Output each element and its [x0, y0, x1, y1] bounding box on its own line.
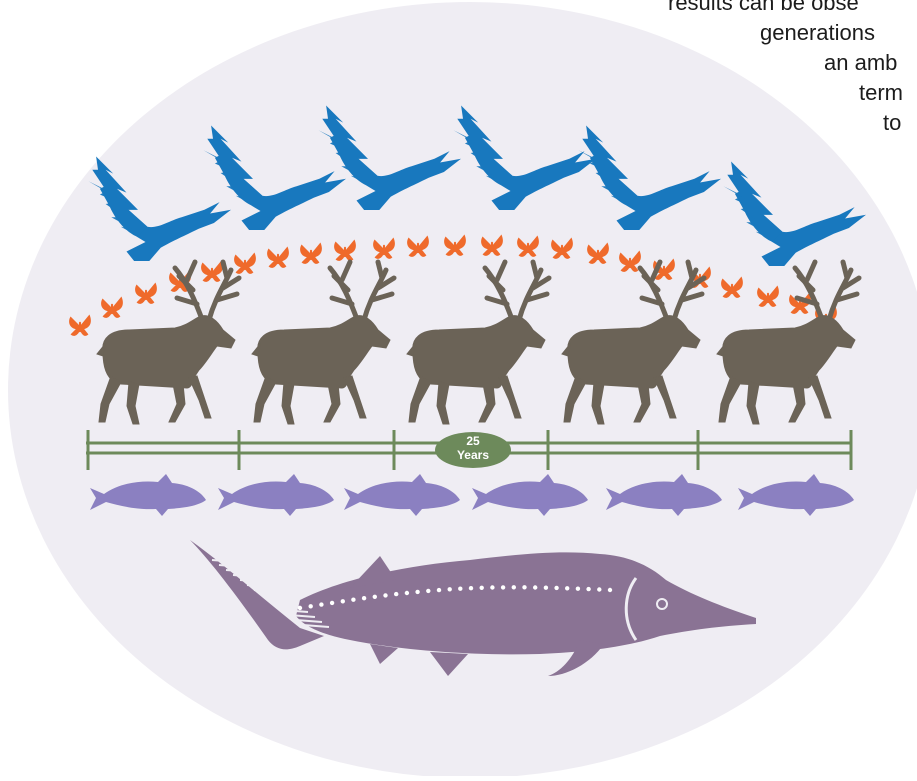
caption-line-2: generations: [760, 18, 875, 48]
years-badge-unit: Years: [457, 448, 489, 462]
years-badge-number: 25: [466, 434, 480, 448]
caption-line-4: term: [859, 78, 903, 108]
caption-line-1: results can be obse: [668, 0, 859, 18]
caption-line-5: to: [883, 108, 901, 138]
caption-line-3: an amb: [824, 48, 897, 78]
